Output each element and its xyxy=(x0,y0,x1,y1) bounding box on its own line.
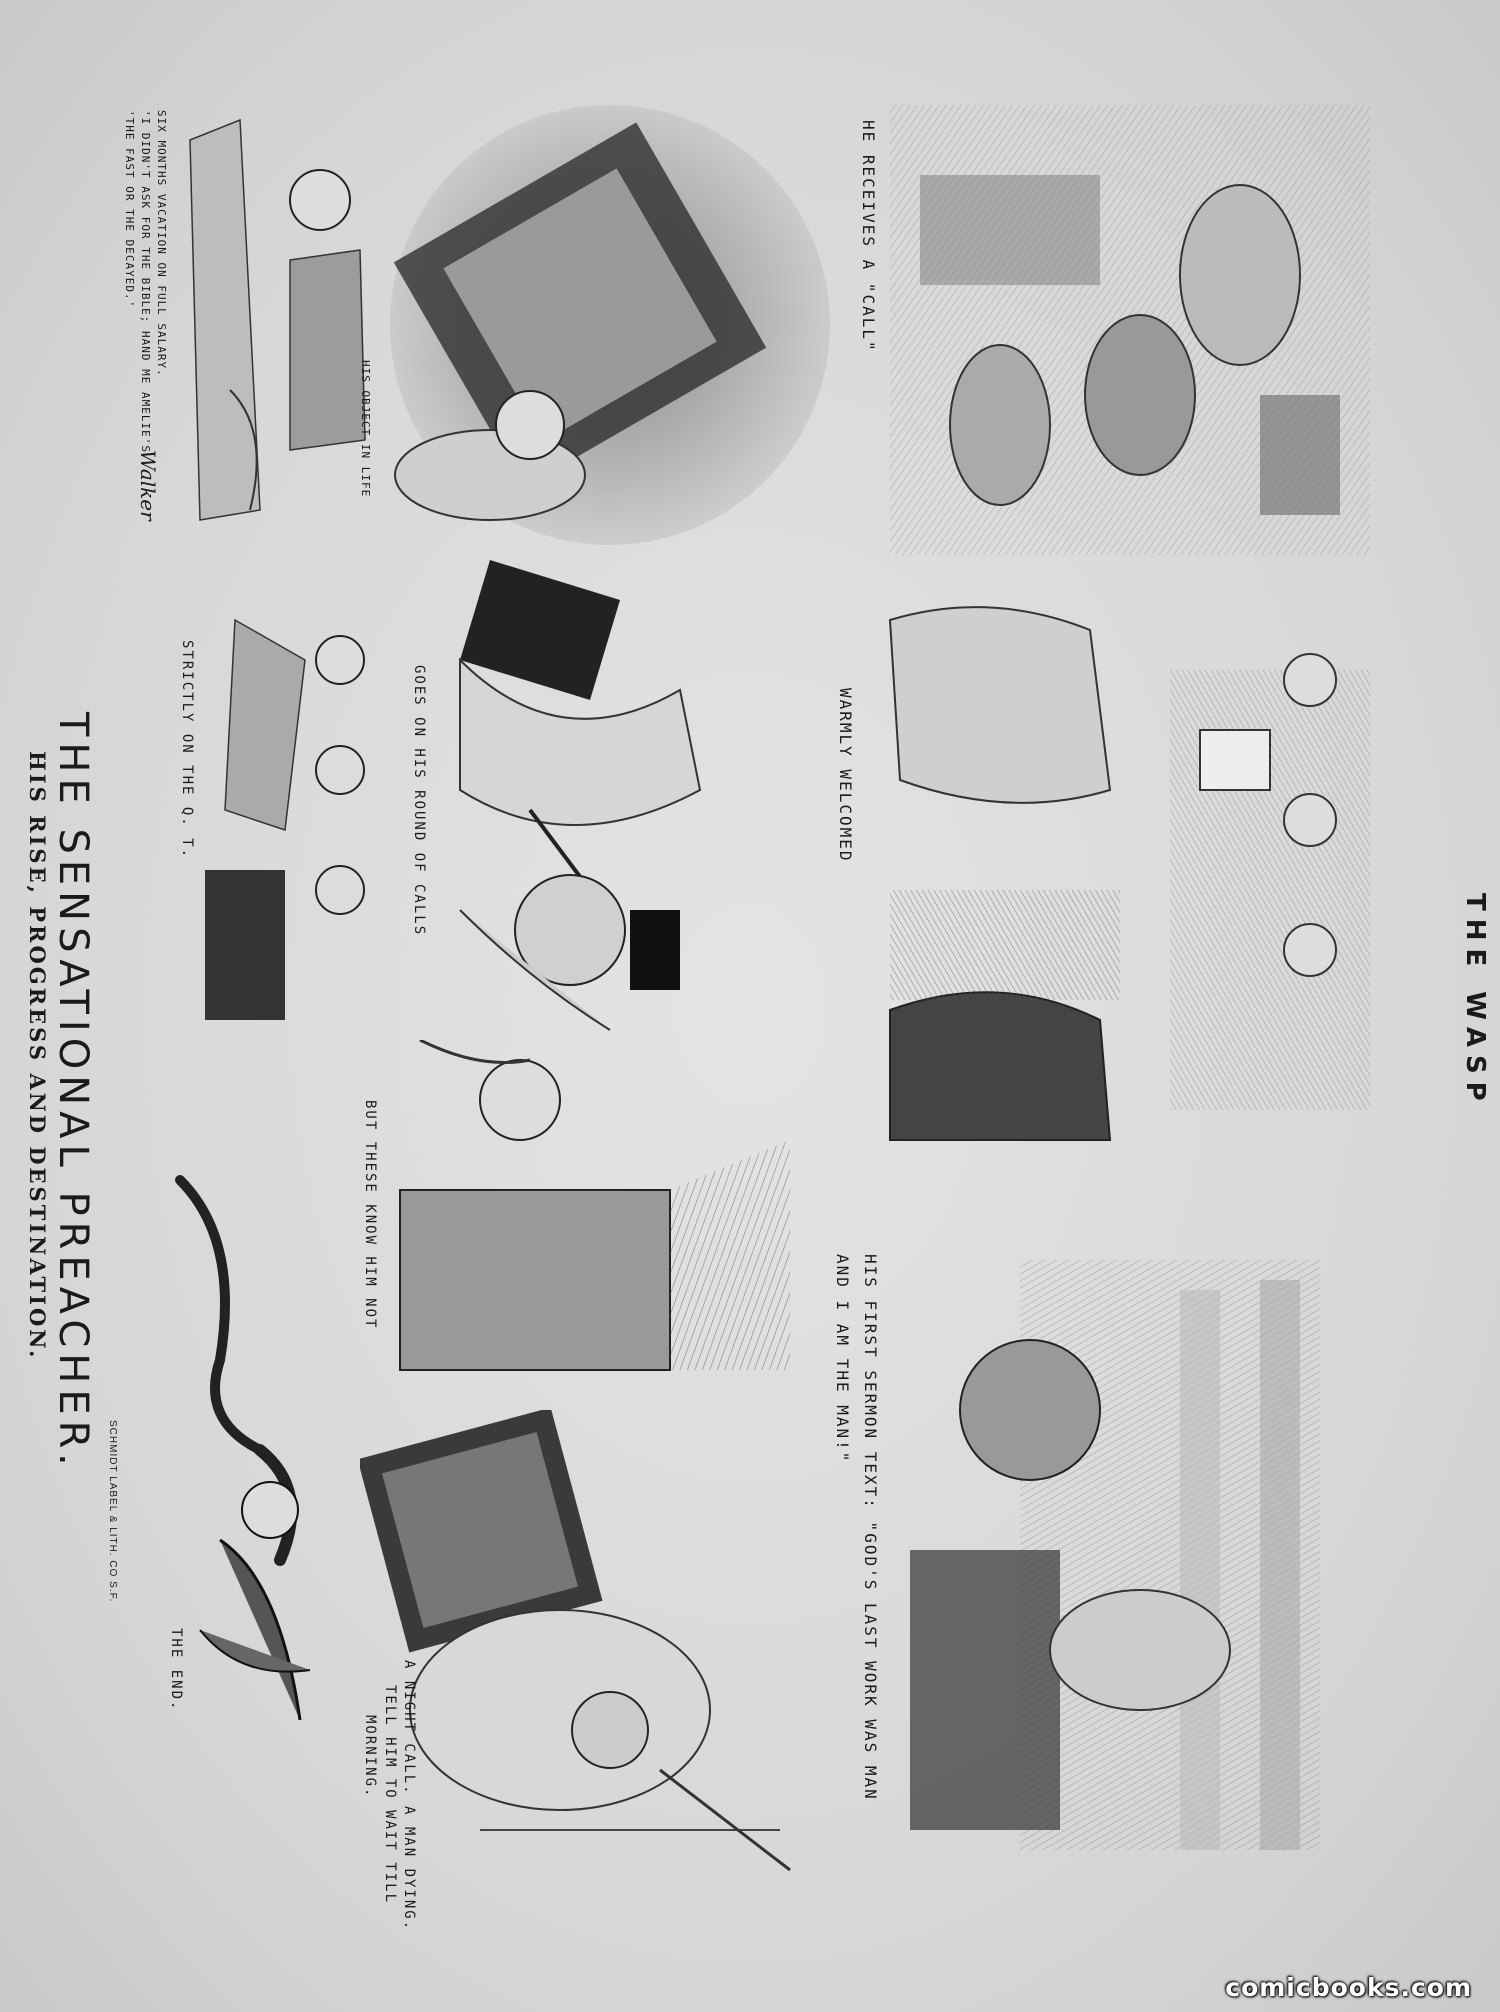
printer-credit: SCHMIDT LABEL & LITH. CO S.F. xyxy=(107,1420,118,1603)
caption-vacation-line1: SIX MONTHS VACATION ON FULL SALARY. xyxy=(155,110,168,377)
page-title: THE SENSATIONAL PREACHER. xyxy=(50,712,96,1472)
caption-receives-call: HE RECEIVES A "CALL" xyxy=(859,120,878,353)
panel-first-sermon-illustration xyxy=(880,1230,1400,1870)
caption-night-call-line2: TELL HIM TO WAIT TILL xyxy=(382,1685,398,1905)
caption-night-call-line1: A NIGHT CALL. A MAN DYING. xyxy=(401,1660,417,1932)
caption-round-of-calls: GOES ON HIS ROUND OF CALLS xyxy=(411,665,427,937)
site-watermark: comicbooks.com xyxy=(1225,1973,1472,2002)
panel-know-not-illustration xyxy=(390,1040,810,1380)
panel-vacation-illustration xyxy=(170,110,380,530)
caption-vacation-line3: 'THE FAST OR THE DECAYED.' xyxy=(123,110,136,309)
caption-the-end: THE END. xyxy=(168,1628,184,1712)
panel-warmly-welcomed-illustration xyxy=(870,590,1390,1150)
panel-the-end-illustration xyxy=(160,1160,360,1760)
panel-receives-call-illustration xyxy=(880,95,1380,565)
panel-round-calls-illustration xyxy=(420,560,840,1040)
caption-night-call-line3: MORNING. xyxy=(362,1715,378,1799)
caption-vacation-line2: 'I DIDN'T ASK FOR THE BIBLE; HAND ME AME… xyxy=(139,110,152,454)
masthead: THE WASP xyxy=(1460,893,1490,1109)
caption-first-sermon-line2: AND I AM THE MAN!" xyxy=(833,1254,852,1464)
caption-warmly-welcomed: WARMLY WELCOMED xyxy=(836,688,855,863)
caption-strictly-qt: STRICTLY ON THE Q. T. xyxy=(179,640,195,860)
page-subtitle: HIS RISE, PROGRESS AND DESTINATION. xyxy=(25,751,50,1361)
panel-qt-illustration xyxy=(195,600,385,1040)
caption-first-sermon-line1: HIS FIRST SERMON TEXT: "GOD'S LAST WORK … xyxy=(861,1254,880,1801)
panel-object-life-illustration xyxy=(380,95,840,555)
artist-signature: Walker xyxy=(136,450,160,521)
panel-night-call-illustration xyxy=(360,1410,800,1910)
caption-know-him-not: BUT THESE KNOW HIM NOT xyxy=(362,1100,378,1330)
caption-object-life: HIS OBJECT IN LIFE xyxy=(359,360,372,498)
